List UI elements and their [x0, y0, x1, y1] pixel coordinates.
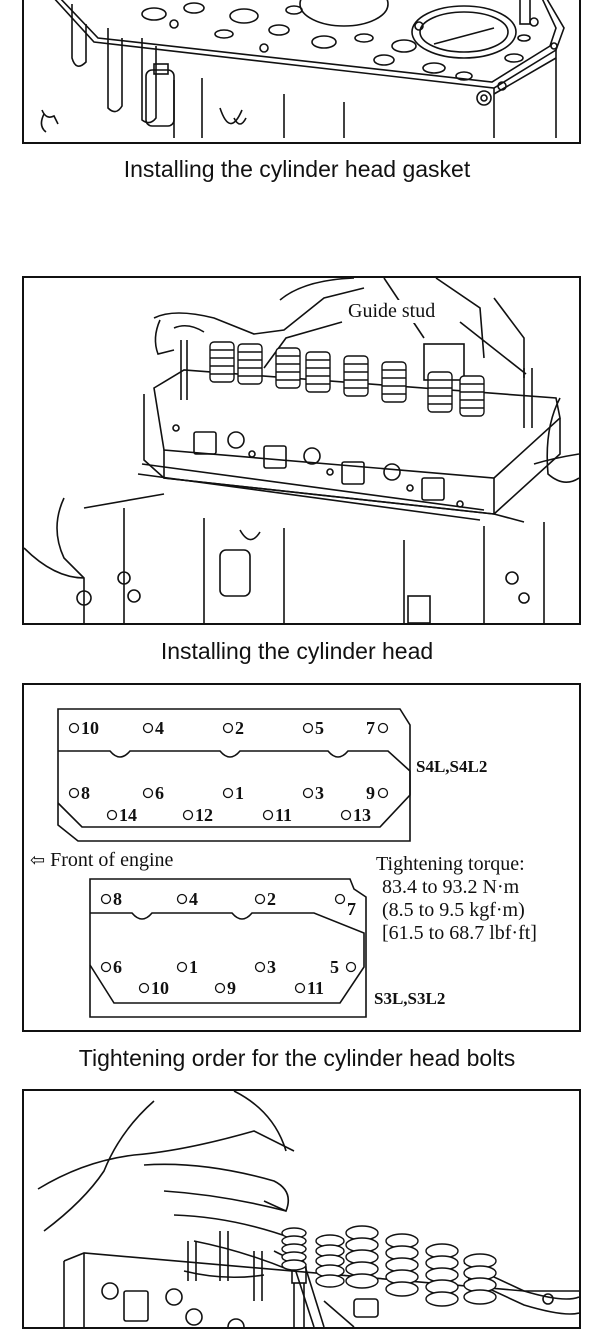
s4-bolt-5-label: 5 [315, 718, 324, 738]
s4-bolt-6: 6 [142, 783, 164, 803]
caption-head: Installing the cylinder head [160, 638, 434, 664]
s3-bolt-10: 10 [138, 978, 169, 998]
front-of-engine: ⇦ Front of engine [30, 849, 173, 872]
torque-lbf: [61.5 to 68.7 lbf·ft] [382, 922, 537, 944]
s3-bolt-11: 11 [294, 978, 324, 998]
guide-stud-label: Guide stud [346, 300, 438, 323]
s3-bolt-7-label: 7 [347, 899, 356, 919]
torque-spec: Tightening torque: 83.4 to 93.2 N·m (8.5… [376, 853, 537, 945]
s4-bolt-2: 2 [222, 718, 244, 738]
s3-bolt-6-label: 6 [113, 957, 122, 977]
s3-bolt-2-label: 2 [267, 889, 276, 909]
s4-bolt-3: 3 [302, 783, 324, 803]
s4-bolt-1: 1 [222, 783, 244, 803]
s4-bolt-11-label: 11 [275, 805, 292, 825]
gasket-illustration [40, 0, 565, 138]
s3-bolt-6: 6 [100, 957, 122, 977]
s3-bolt-2: 2 [254, 889, 276, 909]
s3-bolt-4-label: 4 [189, 889, 198, 909]
head-illustration [24, 278, 579, 623]
s3-bolt-8-label: 8 [113, 889, 122, 909]
s4-bolt-8: 8 [68, 783, 90, 803]
valve-assembly-illustration [37, 1091, 579, 1327]
s4-bolt-9-label: 9 [366, 783, 375, 803]
s4-bolt-8-label: 8 [81, 783, 90, 803]
s4-bolt-5: 5 [302, 718, 324, 738]
s3-bolt-5: 5 [330, 957, 357, 977]
s4-bolt-10-label: 10 [81, 718, 99, 738]
caption-gasket: Installing the cylinder head gasket [123, 156, 471, 182]
gasket-figure [22, 0, 581, 144]
torque-kgf: (8.5 to 9.5 kgf·m) [382, 899, 525, 921]
s4-head-outline [57, 708, 411, 842]
s4-bolt-10: 10 [68, 718, 99, 738]
s4-bolt-4-label: 4 [155, 718, 164, 738]
s4-bolt-13: 13 [340, 805, 371, 825]
s3-bolt-10-label: 10 [151, 978, 169, 998]
s4-bolt-11: 11 [262, 805, 292, 825]
torque-title: Tightening torque: [376, 853, 525, 875]
s3-bolt-9: 9 [214, 978, 236, 998]
s3-inner-outline [89, 912, 365, 1004]
s4-bolt-12: 12 [182, 805, 213, 825]
s4-bolt-7: 7 [366, 718, 389, 738]
front-of-engine-label: Front of engine [50, 849, 174, 871]
tightening-order-figure: 10 4 2 5 7 8 6 1 3 9 14 12 11 13 8 4 2 7… [22, 683, 581, 1032]
s4-model-label: S4L,S4L2 [416, 757, 488, 776]
s3-bolt-7: 7 [334, 893, 356, 919]
s4-bolt-6-label: 6 [155, 783, 164, 803]
s3-bolt-8: 8 [100, 889, 122, 909]
s4-bolt-7-label: 7 [366, 718, 375, 738]
s3-head-outline [89, 878, 367, 1018]
s4-bolt-1-label: 1 [235, 783, 244, 803]
torque-nm: 83.4 to 93.2 N·m [382, 876, 520, 898]
head-figure: Guide stud [22, 276, 581, 625]
s4-bolt-14: 14 [106, 805, 137, 825]
bolt-order-diagram: 10 4 2 5 7 8 6 1 3 9 14 12 11 13 8 4 2 7… [57, 708, 411, 1018]
s4-bolt-3-label: 3 [315, 783, 324, 803]
left-arrow-icon: ⇦ [30, 850, 46, 871]
s4-bolt-2-label: 2 [235, 718, 244, 738]
s3-model-label: S3L,S3L2 [374, 989, 446, 1008]
s4-bolt-12-label: 12 [195, 805, 213, 825]
s3-bolt-4: 4 [176, 889, 198, 909]
s3-bolt-3-label: 3 [267, 957, 276, 977]
s4-bolt-9: 9 [366, 783, 389, 803]
s3-bolt-5-label: 5 [330, 957, 339, 977]
s4-bolt-14-label: 14 [119, 805, 137, 825]
s3-bolt-9-label: 9 [227, 978, 236, 998]
s4-bolt-4: 4 [142, 718, 164, 738]
s4-bolt-13-label: 13 [353, 805, 371, 825]
s4-inner-outline [57, 750, 411, 828]
s3-bolt-1: 1 [176, 957, 198, 977]
s3-bolt-11-label: 11 [307, 978, 324, 998]
valve-assembly-figure [22, 1089, 581, 1329]
s3-bolt-1-label: 1 [189, 957, 198, 977]
caption-order: Tightening order for the cylinder head b… [78, 1045, 516, 1071]
s3-bolt-3: 3 [254, 957, 276, 977]
